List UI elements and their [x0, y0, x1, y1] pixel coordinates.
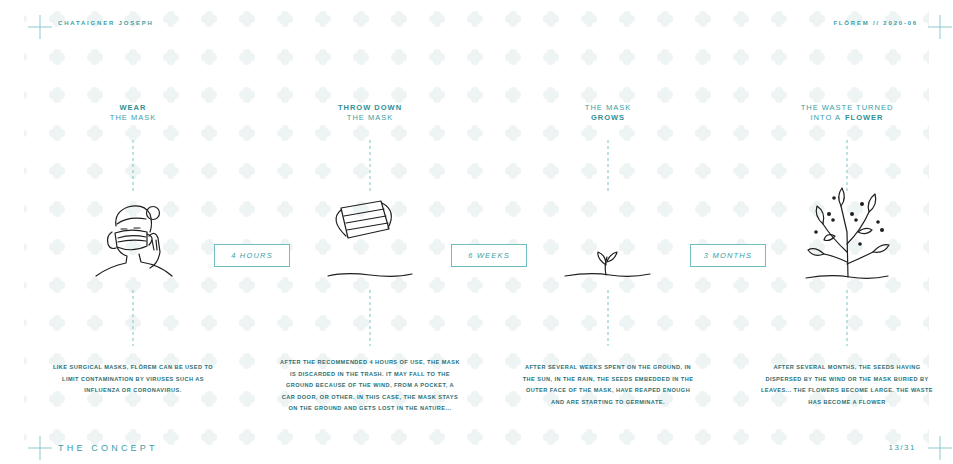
step-description: LIKE SURGICAL MASKS, FLŌREM CAN BE USED … [53, 364, 213, 393]
step-title: THE WASTE TURNED [801, 103, 894, 112]
text-line: AFTER THE RECOMMENDED 4 HOURS OF USE, TH… [280, 355, 460, 413]
dashed-guides [133, 140, 847, 346]
text-line: THE MASK [347, 113, 393, 122]
duration-box: 6 WEEKS [451, 244, 527, 267]
step-title: GROWS [591, 113, 625, 122]
text-line: AFTER SEVERAL WEEKS SPENT ON THE GROUND,… [520, 360, 696, 406]
discarded-mask [328, 201, 412, 276]
flower-plant [806, 188, 889, 278]
header-text: FLŌREM // 2020-06 [833, 20, 918, 27]
text-line: CHATAIGNER JOSEPH [58, 20, 154, 27]
woman-with-mask [96, 206, 172, 276]
text-line: 13/31 [888, 443, 916, 453]
duration-box: 4 HOURS [214, 244, 290, 267]
text-line: INTO A FLOWER [811, 113, 884, 122]
step-title: THE MASK [347, 113, 393, 122]
header-text: CHATAIGNER JOSEPH [58, 20, 154, 27]
duration-box: 3 MONTHS [690, 244, 766, 267]
berries [814, 196, 884, 246]
step-title: THROW DOWN [338, 103, 402, 112]
section-title: THE CONCEPT [58, 443, 158, 453]
step-title: THE MASK [110, 113, 156, 122]
step-title: THE MASK [585, 103, 631, 112]
text-line: WEAR [120, 103, 147, 112]
text-line: THROW DOWN [338, 103, 402, 112]
step-description: AFTER SEVERAL WEEKS SPENT ON THE GROUND,… [523, 364, 694, 405]
duration-label: 3 MONTHS [704, 251, 752, 260]
text-line: THE WASTE TURNED [801, 103, 894, 112]
sprout [565, 252, 650, 276]
text-line: THE MASK [585, 103, 631, 112]
text-line: LIKE SURGICAL MASKS, FLŌREM CAN BE USED … [45, 360, 221, 395]
text-line: GROWS [591, 113, 625, 122]
step-description: AFTER THE RECOMMENDED 4 HOURS OF USE, TH… [280, 359, 460, 411]
step-title: INTO A [811, 113, 841, 122]
step-title: WEAR [120, 103, 147, 112]
page-number: 13/31 [888, 443, 916, 453]
duration-label: 6 WEEKS [468, 251, 510, 260]
text-line: THE MASK [110, 113, 156, 122]
duration-label: 4 HOURS [231, 251, 273, 260]
step-description: AFTER SEVERAL MONTHS, THE SEEDS HAVING D… [761, 364, 933, 405]
step-title: FLOWER [845, 113, 884, 122]
text-line: AFTER SEVERAL MONTHS, THE SEEDS HAVING D… [759, 360, 935, 406]
text-line: FLŌREM // 2020-06 [833, 20, 918, 27]
corner-marks [28, 15, 952, 460]
